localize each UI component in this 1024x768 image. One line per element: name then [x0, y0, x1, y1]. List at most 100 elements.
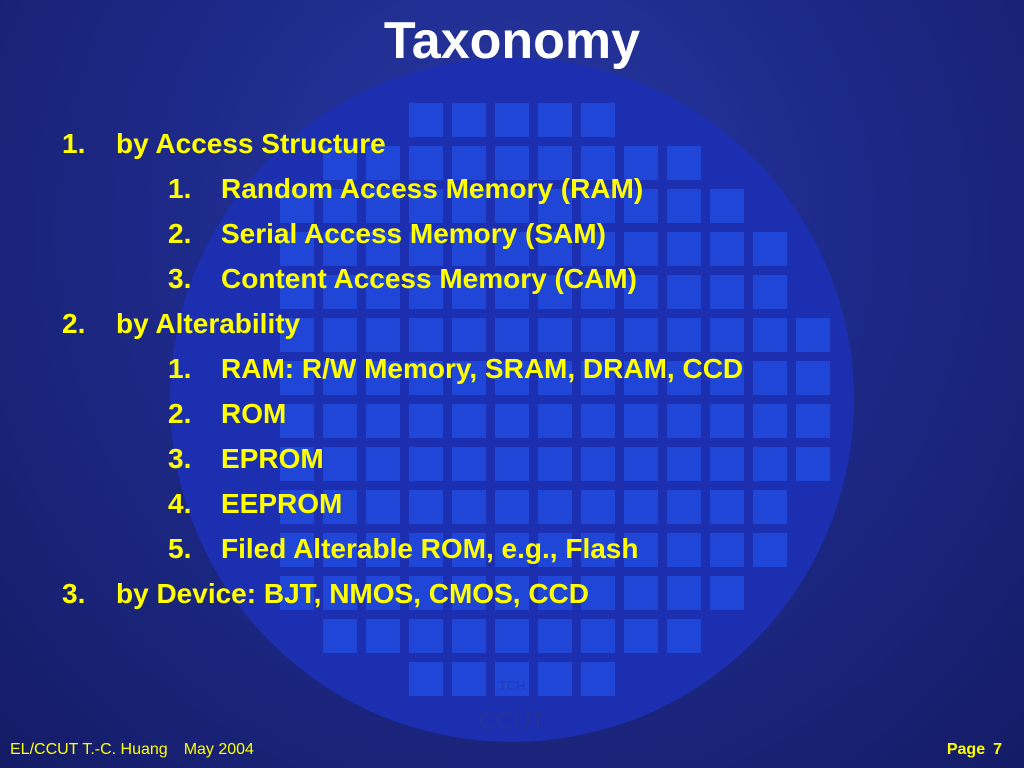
wafer-die — [495, 404, 529, 438]
wafer-die — [753, 361, 787, 395]
wafer-die — [409, 447, 443, 481]
wafer-die — [409, 619, 443, 653]
wafer-die — [624, 576, 658, 610]
wafer-die — [581, 318, 615, 352]
outline-text: Filed Alterable ROM, e.g., Flash — [221, 533, 639, 564]
wafer-die — [323, 232, 357, 266]
wafer-die — [452, 275, 486, 309]
outline-text: by Device: BJT, NMOS, CMOS, CCD — [116, 578, 589, 609]
wafer-die — [753, 490, 787, 524]
wafer-die — [581, 447, 615, 481]
wafer-die — [581, 361, 615, 395]
wafer-die — [409, 232, 443, 266]
wafer-die — [280, 232, 314, 266]
wafer-die — [667, 533, 701, 567]
wafer-die — [667, 146, 701, 180]
wafer-die — [366, 275, 400, 309]
wafer-die — [366, 318, 400, 352]
wafer-die — [452, 189, 486, 223]
footer-date: May 2004 — [183, 741, 254, 758]
wafer-die — [538, 447, 572, 481]
wafer-die — [452, 361, 486, 395]
wafer-die — [409, 275, 443, 309]
wafer-die — [452, 318, 486, 352]
wafer-die — [796, 361, 830, 395]
wafer-die — [409, 404, 443, 438]
wafer-die — [710, 189, 744, 223]
wafer-die — [452, 576, 486, 610]
wafer-die — [495, 662, 529, 696]
outline-text: RAM: R/W Memory, SRAM, DRAM, CCD — [221, 353, 744, 384]
outline-number: 3. — [168, 443, 192, 474]
wafer-die — [538, 232, 572, 266]
outline-number: 2. — [168, 218, 192, 249]
outline-number: 4. — [168, 488, 192, 519]
wafer-die — [624, 189, 658, 223]
wafer-die — [323, 318, 357, 352]
wafer-die — [753, 404, 787, 438]
wafer-die — [323, 490, 357, 524]
wafer-die — [280, 576, 314, 610]
wafer-die — [495, 619, 529, 653]
outline-text: by Alterability — [116, 308, 301, 339]
wafer-dies — [280, 103, 830, 696]
outline-text: EEPROM — [221, 488, 343, 519]
wafer-die — [495, 576, 529, 610]
wafer-die — [667, 619, 701, 653]
outline-number: 1. — [168, 173, 192, 204]
wafer-die — [710, 490, 744, 524]
wafer-die — [624, 318, 658, 352]
wafer-die — [409, 146, 443, 180]
wafer-die — [495, 146, 529, 180]
wafer-die — [323, 189, 357, 223]
footer-author: EL/CCUT T.-C. Huang — [10, 741, 168, 758]
wafer-die — [409, 318, 443, 352]
wafer-die — [409, 576, 443, 610]
outline-text: ROM — [221, 398, 287, 429]
wafer-die — [581, 619, 615, 653]
wafer-die — [667, 275, 701, 309]
wafer-die — [796, 447, 830, 481]
wafer-die — [495, 318, 529, 352]
footer-page-number: 7 — [993, 741, 1002, 758]
wafer-die — [452, 232, 486, 266]
wafer-die — [323, 447, 357, 481]
outline-number: 1. — [62, 128, 86, 159]
wafer-die — [409, 189, 443, 223]
wafer-die — [280, 404, 314, 438]
wafer-die — [280, 189, 314, 223]
wafer-die — [409, 662, 443, 696]
wafer-die — [495, 189, 529, 223]
wafer-die — [710, 275, 744, 309]
wafer-die — [667, 189, 701, 223]
footer-page-label: Page — [946, 741, 986, 758]
wafer-die — [667, 490, 701, 524]
wafer-die — [280, 490, 314, 524]
wafer-die — [452, 146, 486, 180]
outline-number: 5. — [168, 533, 192, 564]
wafer-die — [710, 232, 744, 266]
wafer-die — [409, 361, 443, 395]
wafer-die — [710, 318, 744, 352]
wafer-die — [710, 361, 744, 395]
wafer-die — [710, 576, 744, 610]
wafer-die — [538, 189, 572, 223]
wafer-die — [452, 103, 486, 137]
wafer-die — [323, 361, 357, 395]
wafer-die — [366, 619, 400, 653]
wafer-die — [624, 275, 658, 309]
wafer-die — [538, 318, 572, 352]
wafer-die — [409, 490, 443, 524]
outline-text: Content Access Memory (CAM) — [221, 263, 637, 294]
wafer-die — [796, 404, 830, 438]
wafer-die — [495, 275, 529, 309]
wafer-die — [366, 189, 400, 223]
footer-page: Page 7 — [947, 741, 1002, 759]
outline-text: by Access Structure — [116, 128, 386, 159]
wafer-die — [538, 576, 572, 610]
wafer-die — [366, 576, 400, 610]
wafer-die — [624, 533, 658, 567]
outline-number: 1. — [168, 353, 192, 384]
